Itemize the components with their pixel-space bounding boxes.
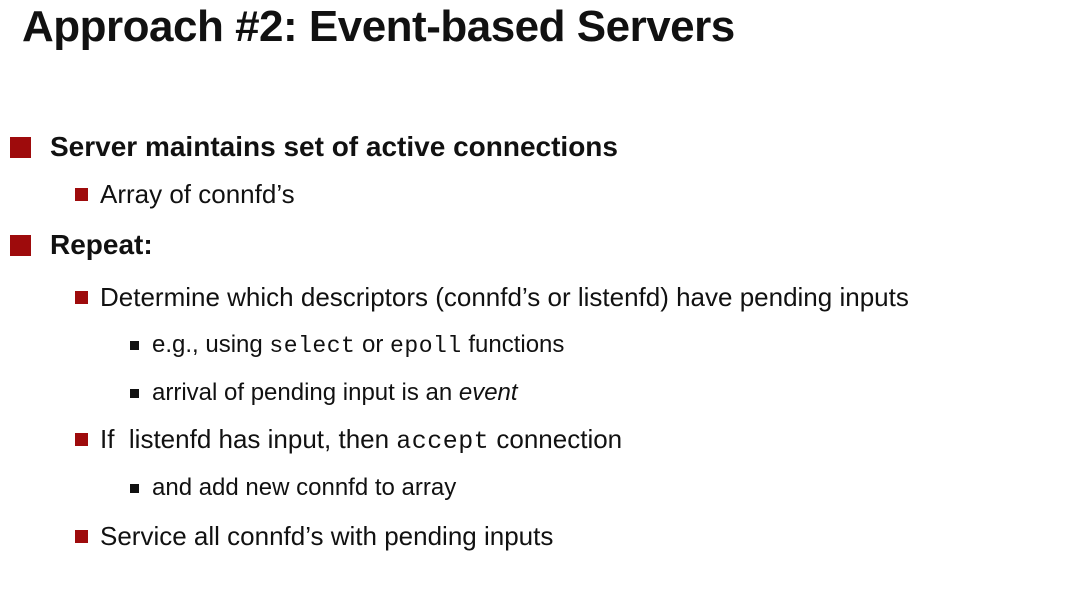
text-segment: e.g., using <box>152 331 270 358</box>
list-item-text: Determine which descriptors (connfd’s or… <box>100 282 909 313</box>
list-item-text: If listenfd has input, then accept conne… <box>100 424 622 457</box>
text-segment: Server maintains set of active connectio… <box>50 131 618 162</box>
list-item-text: Repeat: <box>50 228 153 261</box>
list-item-text: Array of connfd’s <box>100 179 295 210</box>
code-text-segment: select <box>269 333 356 359</box>
text-segment: Service all connfd’s with pending inputs <box>100 521 554 551</box>
list-item-text: and add new connfd to array <box>152 474 456 502</box>
list-item-level2: Determine which descriptors (connfd’s or… <box>75 282 909 313</box>
text-segment: If listenfd has input, then <box>100 424 397 454</box>
level1-square-bullet-icon <box>10 137 31 158</box>
list-item-text: Service all connfd’s with pending inputs <box>100 521 553 552</box>
level3-square-bullet-icon <box>130 389 139 398</box>
code-text-segment: epoll <box>390 333 462 359</box>
level2-square-bullet-icon <box>75 291 88 304</box>
text-segment: Array of connfd’s <box>100 179 295 209</box>
list-item-level1: Repeat: <box>10 228 153 261</box>
level2-square-bullet-icon <box>75 530 88 543</box>
list-item-level3: and add new connfd to array <box>130 474 456 502</box>
code-text-segment: accept <box>396 428 490 456</box>
list-item-text: Server maintains set of active connectio… <box>50 130 618 163</box>
slide-title: Approach #2: Event-based Servers <box>22 2 735 51</box>
list-item-text: e.g., using select or epoll functions <box>152 331 564 360</box>
level3-square-bullet-icon <box>130 484 139 493</box>
text-segment: connection <box>489 424 623 454</box>
text-segment: Repeat: <box>50 229 153 260</box>
list-item-level2: Service all connfd’s with pending inputs <box>75 521 553 552</box>
text-segment: arrival of pending input is an <box>152 379 459 406</box>
list-item-level3: arrival of pending input is an event <box>130 379 518 407</box>
level3-square-bullet-icon <box>130 341 139 350</box>
text-segment: and add new connfd to array <box>152 474 457 501</box>
italic-text-segment: event <box>458 379 518 406</box>
level1-square-bullet-icon <box>10 235 31 256</box>
level2-square-bullet-icon <box>75 433 88 446</box>
list-item-level1: Server maintains set of active connectio… <box>10 130 618 163</box>
list-item-level3: e.g., using select or epoll functions <box>130 331 564 360</box>
list-item-level2: Array of connfd’s <box>75 179 295 210</box>
list-item-level2: If listenfd has input, then accept conne… <box>75 424 622 457</box>
text-segment: or <box>355 331 391 358</box>
text-segment: functions <box>461 331 565 358</box>
level2-square-bullet-icon <box>75 188 88 201</box>
text-segment: Determine which descriptors (connfd’s or… <box>100 282 909 312</box>
list-item-text: arrival of pending input is an event <box>152 379 518 407</box>
